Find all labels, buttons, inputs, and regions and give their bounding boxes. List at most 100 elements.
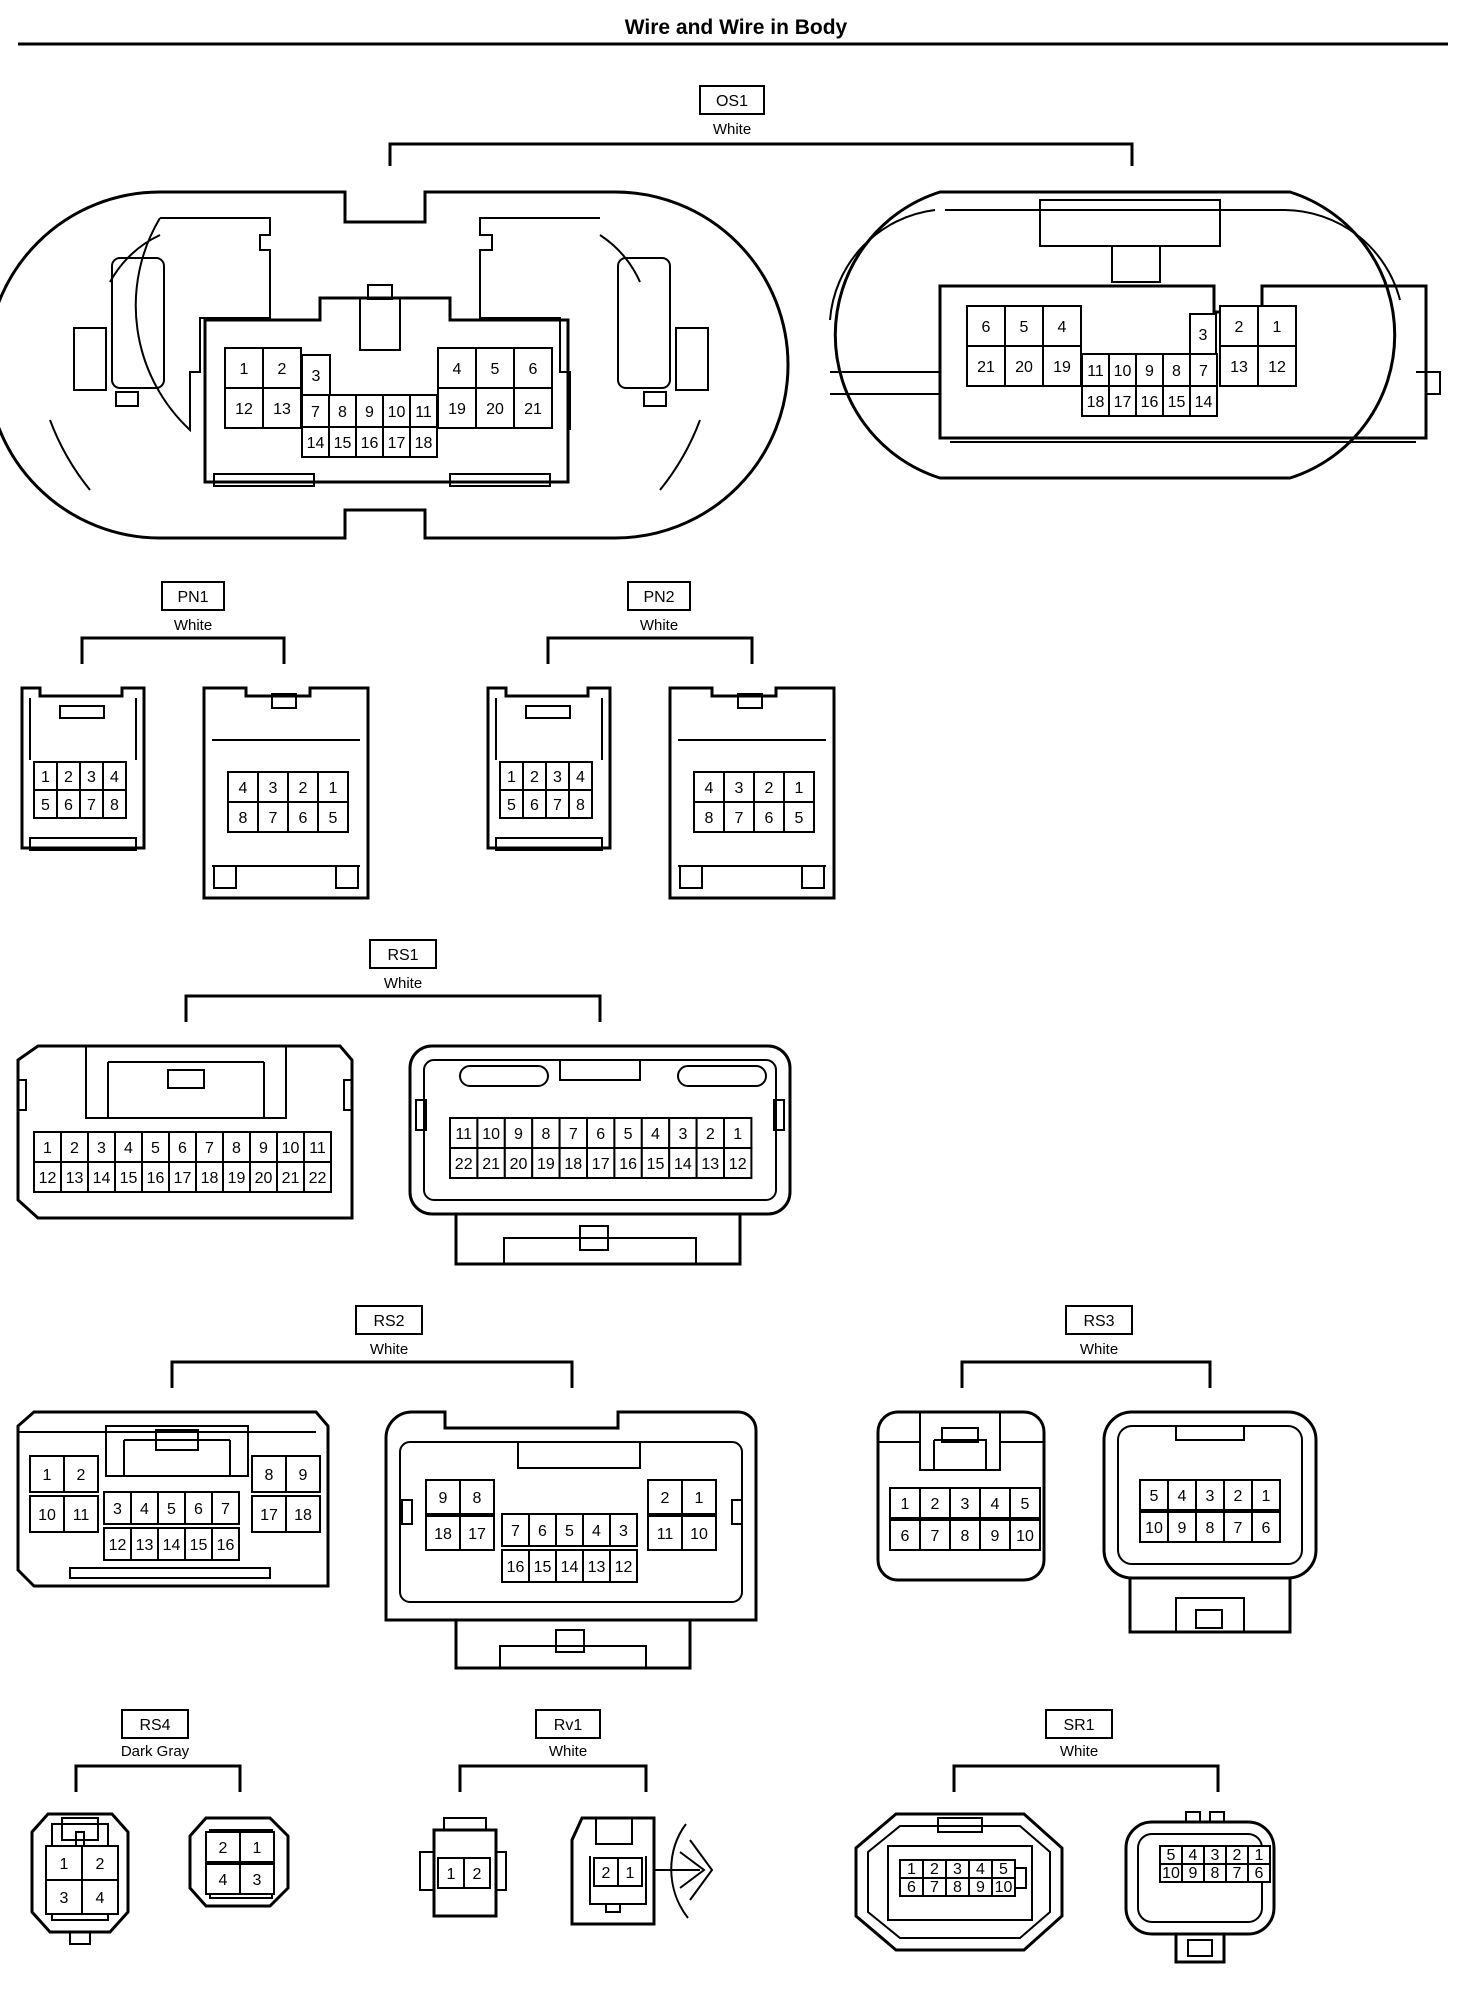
pin-cell: 8 (531, 1117, 561, 1149)
pin-cell: 2 (463, 1857, 491, 1889)
pin-box (239, 1863, 275, 1895)
pin-box (459, 1479, 495, 1515)
pin-cell: 8 (568, 789, 593, 819)
pin-cell: 9 (503, 1117, 534, 1149)
pin-cell: 6 (586, 1117, 616, 1149)
pin-cell: 14 (301, 426, 330, 458)
pin-box (1139, 1511, 1169, 1543)
pin-box (475, 387, 515, 429)
pin-number: 13 (136, 1537, 154, 1554)
pin-number: 7 (269, 810, 278, 827)
pin-box (463, 1857, 491, 1889)
pin-cell: 4 (640, 1117, 671, 1149)
pin-number: 5 (1020, 319, 1029, 336)
pin-cell: 5 (475, 347, 515, 389)
pin-number: 1 (733, 1126, 742, 1143)
pin-cell: 2 (205, 1831, 241, 1863)
pin-number: 4 (110, 769, 119, 786)
pin-cell: 2 (753, 771, 785, 803)
pin-cell: 18 (425, 1515, 461, 1551)
pin-cell: 5 (1009, 1487, 1041, 1519)
pin-number: 7 (735, 810, 744, 827)
pin-cell: 18 (409, 426, 438, 458)
bracket (546, 636, 754, 664)
pin-box (783, 801, 815, 833)
pin-number: 4 (239, 780, 248, 797)
pin-number: 7 (569, 1126, 578, 1143)
pin-number: 3 (1211, 1847, 1220, 1864)
connector-color: Dark Gray (121, 1743, 190, 1760)
pin-number: 8 (705, 810, 714, 827)
pin-number: 16 (619, 1156, 637, 1173)
pin-cell: 2 (1225, 1845, 1249, 1865)
pin-cell: 18 (195, 1161, 224, 1193)
pin-number: 12 (615, 1559, 633, 1576)
connector-code: RS3 (1083, 1313, 1114, 1330)
pin-cell: 7 (723, 801, 755, 833)
pin-number: 8 (110, 797, 119, 814)
pin-number: 2 (931, 1496, 940, 1513)
pin-cell: 21 (476, 1147, 506, 1179)
pin-box (87, 1161, 116, 1193)
pin-number: 16 (217, 1537, 235, 1554)
pin-box (29, 1455, 65, 1493)
pin-number: 15 (120, 1170, 138, 1187)
pin-cell: 6 (889, 1519, 921, 1551)
connector-code: RS2 (373, 1313, 404, 1330)
pin-box (1257, 345, 1297, 387)
pin-cell: 3 (1189, 313, 1217, 355)
pin-cell: 16 (501, 1549, 530, 1583)
pin-cell: 1 (224, 347, 264, 389)
pin-cell: 7 (545, 789, 570, 819)
pin-number: 17 (468, 1526, 486, 1543)
pin-cell: 10 (1108, 353, 1137, 387)
pin-cell: 12 (224, 387, 264, 429)
pin-number: 9 (514, 1126, 523, 1143)
pin-cell: 7 (1189, 353, 1218, 387)
pin-cell: 17 (168, 1161, 197, 1193)
connector-code: PN1 (177, 589, 208, 606)
pin-number: 9 (299, 1467, 308, 1484)
pin-box (211, 1527, 240, 1561)
pin-cell: 2 (1223, 1479, 1253, 1511)
rs2-female-housing (16, 1410, 330, 1588)
pin-number: 21 (282, 1170, 300, 1187)
pin-number: 1 (43, 1140, 52, 1157)
pin-number: 13 (66, 1170, 84, 1187)
pin-number: 2 (1235, 319, 1244, 336)
pin-number: 13 (588, 1559, 606, 1576)
pin-cell: 11 (1081, 353, 1110, 387)
pin-number: 4 (96, 1890, 105, 1907)
pin-cell: 6 (966, 305, 1006, 347)
connector-code: RS1 (387, 947, 418, 964)
pin-cell: 2 (593, 1857, 619, 1887)
pin-number: 2 (299, 780, 308, 797)
tag-box (699, 85, 765, 115)
pin-number: 4 (976, 1861, 985, 1878)
pin-number: 4 (651, 1126, 660, 1143)
pin-box (130, 1491, 159, 1525)
bracket (388, 142, 1134, 166)
pin-cell: 6 (1247, 1863, 1271, 1883)
pin-cell: 21 (966, 345, 1006, 387)
pin-cell: 20 (475, 387, 515, 429)
pin-box (586, 1117, 616, 1149)
connector-color: White (713, 121, 751, 138)
pin-cell: 10 (276, 1131, 305, 1163)
pin-box (81, 1845, 119, 1881)
pin-cell: 9 (968, 1877, 993, 1897)
pin-cell: 4 (1042, 305, 1082, 347)
pin-number: 6 (1255, 1865, 1264, 1882)
pin-number: 20 (1015, 359, 1033, 376)
pin-cell: 1 (33, 761, 58, 791)
